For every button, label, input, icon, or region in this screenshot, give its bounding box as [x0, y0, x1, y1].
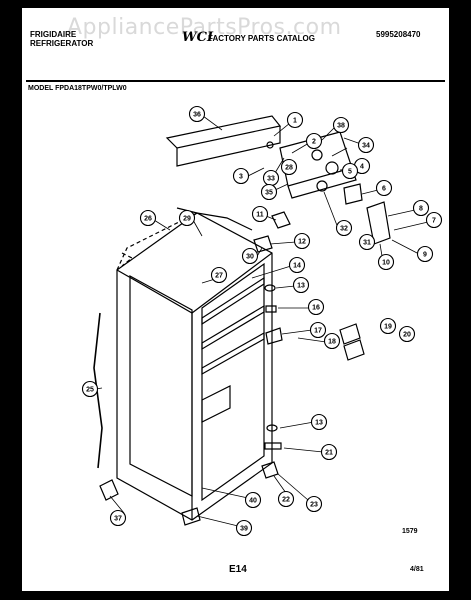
callout-label: 30 — [246, 254, 254, 261]
exploded-parts-diagram: 1234567891011121314161718192021222325262… — [81, 105, 443, 537]
callout-label: 25 — [86, 387, 94, 394]
callout-label: 33 — [267, 176, 275, 183]
figure-number: 1579 — [402, 528, 418, 535]
callout-34: 34 — [357, 136, 375, 154]
callout-7: 7 — [425, 211, 443, 229]
callout-6: 6 — [375, 179, 393, 197]
callout-1: 1 — [286, 111, 304, 129]
callout-label: 9 — [423, 252, 427, 259]
callout-14: 14 — [288, 256, 306, 274]
callout-11: 11 — [251, 205, 269, 223]
callout-32: 32 — [335, 219, 353, 237]
callout-label: 32 — [340, 226, 348, 233]
callout-label: 19 — [384, 324, 392, 331]
callout-26: 26 — [139, 209, 157, 227]
hinge-parts-drawing — [99, 284, 365, 526]
callout-layer: 1234567891011121314161718192021222325262… — [81, 105, 443, 537]
callout-label: 31 — [363, 240, 371, 247]
callout-label: 35 — [265, 190, 273, 197]
callout-13: 13 — [310, 413, 328, 431]
callout-20: 20 — [398, 325, 416, 343]
cabinet-drawing — [116, 207, 273, 521]
callout-23: 23 — [305, 495, 323, 513]
callout-2: 2 — [305, 132, 323, 150]
callout-label: 8 — [419, 206, 423, 213]
callout-28: 28 — [280, 158, 298, 176]
callout-30: 30 — [241, 247, 259, 265]
catalog-sheet: AppliancePartsPros.com FRIGIDAIRE REFRIG… — [22, 8, 449, 591]
callout-40: 40 — [244, 491, 262, 509]
callout-3: 3 — [232, 167, 250, 185]
brand-line2: REFRIGERATOR — [30, 39, 94, 48]
thermostat-drawing — [253, 180, 391, 253]
callout-label: 17 — [314, 328, 322, 335]
callout-label: 23 — [310, 502, 318, 509]
revision-date: 4/81 — [410, 566, 424, 573]
callout-37: 37 — [109, 509, 127, 527]
callout-label: 1 — [293, 118, 297, 125]
watermark-text: AppliancePartsPros.com — [67, 15, 342, 40]
callout-25: 25 — [81, 380, 99, 398]
callout-label: 21 — [325, 450, 333, 457]
callout-label: 38 — [337, 123, 345, 130]
callout-21: 21 — [320, 443, 338, 461]
callout-13: 13 — [292, 276, 310, 294]
callout-label: 18 — [328, 339, 336, 346]
callout-label: 2 — [312, 139, 316, 146]
callout-label: 27 — [215, 273, 223, 280]
callout-label: 28 — [285, 165, 293, 172]
callout-label: 29 — [183, 216, 191, 223]
callout-label: 40 — [249, 498, 257, 505]
callout-label: 16 — [312, 305, 320, 312]
callout-label: 5 — [348, 169, 352, 176]
catalog-title: FACTORY PARTS CATALOG — [208, 34, 315, 43]
callout-label: 13 — [297, 283, 305, 290]
callout-5: 5 — [341, 162, 359, 180]
brand-line1: FRIGIDAIRE — [30, 30, 77, 39]
catalog-part-number: 5995208470 — [376, 30, 421, 39]
callout-label: 37 — [114, 516, 122, 523]
callout-35: 35 — [260, 183, 278, 201]
callout-label: 14 — [293, 263, 301, 270]
model-label: MODEL FPDA18TPW0/TPLW0 — [28, 85, 127, 92]
callout-label: 13 — [315, 420, 323, 427]
callout-33: 33 — [262, 169, 280, 187]
callout-16: 16 — [307, 298, 325, 316]
leader-lines — [95, 115, 429, 527]
callout-label: 12 — [298, 239, 306, 246]
callout-38: 38 — [332, 116, 350, 134]
header-rule — [26, 80, 445, 82]
callout-label: 4 — [360, 164, 364, 171]
callout-label: 10 — [382, 260, 390, 267]
callout-39: 39 — [235, 519, 253, 537]
callout-12: 12 — [293, 232, 311, 250]
callout-label: 39 — [240, 526, 248, 533]
callout-label: 6 — [382, 186, 386, 193]
callout-label: 3 — [239, 174, 243, 181]
callout-label: 20 — [403, 332, 411, 339]
power-cord-drawing — [93, 312, 103, 469]
callout-22: 22 — [277, 490, 295, 508]
callout-10: 10 — [377, 253, 395, 271]
callout-27: 27 — [210, 266, 228, 284]
callout-19: 19 — [379, 317, 397, 335]
page-number: E14 — [229, 564, 247, 575]
logo: WCI — [182, 30, 214, 45]
callout-8: 8 — [412, 199, 430, 217]
callout-36: 36 — [188, 105, 206, 123]
callout-29: 29 — [178, 209, 196, 227]
callout-label: 26 — [144, 216, 152, 223]
callout-17: 17 — [309, 321, 327, 339]
callout-label: 7 — [432, 218, 436, 225]
callout-label: 36 — [193, 112, 201, 119]
callout-label: 11 — [256, 212, 264, 219]
callout-18: 18 — [323, 332, 341, 350]
callout-9: 9 — [416, 245, 434, 263]
callout-31: 31 — [358, 233, 376, 251]
callout-label: 22 — [282, 497, 290, 504]
top-cover-drawing — [165, 115, 282, 167]
callout-label: 34 — [362, 143, 370, 150]
